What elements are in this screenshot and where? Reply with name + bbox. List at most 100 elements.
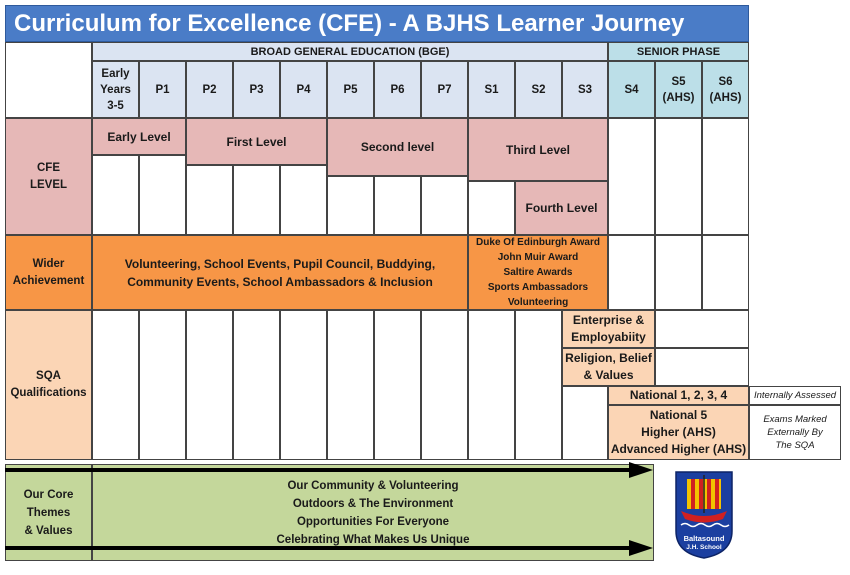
grid-cell: [702, 235, 749, 310]
year-early: Early Years 3-5: [92, 61, 139, 118]
grid-cell: [327, 310, 374, 460]
row-label-line: SQA: [36, 370, 61, 382]
journey-arrows: [5, 462, 653, 556]
grid-cell: [608, 235, 655, 310]
award-item: John Muir Award: [497, 252, 579, 263]
row-label-wider-achievement: Wider Achievement: [5, 235, 92, 310]
note-line: The SQA: [775, 440, 815, 451]
grid-cell: [562, 386, 608, 460]
award-item: Duke Of Edinburgh Award: [476, 237, 600, 248]
grid-cell: [655, 118, 702, 235]
logo-text: J.H. School: [686, 544, 722, 551]
year-p4: P4: [280, 61, 327, 118]
row-label-line: CFE: [37, 161, 60, 174]
year-early-line: Years: [100, 83, 131, 96]
core-value-item: Opportunities For Everyone: [296, 515, 450, 528]
note-line: Externally By: [767, 427, 823, 438]
row-label-line: LEVEL: [29, 178, 68, 191]
corner-cell: [5, 42, 92, 118]
page-title: Curriculum for Excellence (CFE) - A BJHS…: [5, 5, 749, 42]
core-values-panel: Our Community & Volunteering Outdoors & …: [92, 464, 654, 561]
qualification-religion: Religion, Belief & Values: [562, 348, 655, 386]
year-early-line: Early: [101, 67, 130, 80]
level-fourth: Fourth Level: [515, 181, 608, 235]
year-s3: S3: [562, 61, 608, 118]
row-label-line: Our Core: [23, 488, 74, 501]
grid-cell: [233, 310, 280, 460]
external-exam-note: Exams Marked Externally By The SQA: [749, 405, 841, 460]
row-label-line: Themes: [26, 506, 71, 519]
grid-cell: [655, 310, 749, 348]
year-s4: S4: [608, 61, 655, 118]
core-value-item: Celebrating What Makes Us Unique: [276, 533, 470, 546]
grid-cell: [655, 235, 702, 310]
grid-cell: [92, 155, 139, 235]
year-s5-line: S5: [671, 75, 686, 88]
grid-cell: [139, 310, 186, 460]
grid-cell: [468, 310, 515, 460]
grid-cell: [186, 310, 233, 460]
row-label-cfe-level: CFE LEVEL: [5, 118, 92, 235]
internal-assessment-note: Internally Assessed: [749, 386, 841, 405]
qualification-line: Advanced Higher (AHS): [610, 442, 747, 456]
row-label-core-themes: Our Core Themes & Values: [5, 464, 92, 561]
qualification-line: Religion, Belief: [565, 351, 652, 365]
qualification-line: Higher (AHS): [641, 425, 716, 439]
qualification-line: National 5: [649, 408, 708, 422]
wider-achievement-line: Community Events, School Ambassadors & I…: [127, 274, 433, 289]
grid-cell: [139, 155, 186, 235]
qualification-line: Employabiity: [571, 330, 646, 344]
year-p1: P1: [139, 61, 186, 118]
grid-cell: [233, 165, 280, 235]
year-p5: P5: [327, 61, 374, 118]
row-label-line: Qualifications: [10, 387, 87, 399]
year-s6-line: S6: [718, 75, 733, 88]
logo-text: Baltasound: [684, 534, 725, 543]
note-line: Exams Marked: [763, 414, 827, 425]
row-label-sqa-qualifications: SQA Qualifications: [5, 310, 92, 460]
qualification-higher: National 5 Higher (AHS) Advanced Higher …: [608, 405, 749, 460]
grid-cell: [327, 176, 374, 235]
award-item: Saltire Awards: [503, 267, 573, 278]
grid-cell: [186, 165, 233, 235]
grid-cell: [280, 310, 327, 460]
year-early-line: 3-5: [107, 99, 124, 112]
senior-phase-header: SENIOR PHASE: [608, 42, 749, 61]
grid-cell: [374, 176, 421, 235]
year-p6: P6: [374, 61, 421, 118]
grid-cell: [92, 310, 139, 460]
bge-header: BROAD GENERAL EDUCATION (BGE): [92, 42, 608, 61]
year-s5: S5 (AHS): [655, 61, 702, 118]
year-s6: S6 (AHS): [702, 61, 749, 118]
grid-cell: [515, 310, 562, 460]
row-label-line: Wider: [32, 257, 65, 270]
level-first: First Level: [186, 118, 327, 165]
level-third: Third Level: [468, 118, 608, 181]
year-p2: P2: [186, 61, 233, 118]
qualification-line: & Values: [583, 368, 634, 382]
year-p3: P3: [233, 61, 280, 118]
grid-cell: [702, 118, 749, 235]
bottom-arrow-icon: [5, 540, 653, 556]
award-item: Sports Ambassadors: [487, 282, 589, 293]
core-value-item: Our Community & Volunteering: [287, 479, 459, 492]
year-s2: S2: [515, 61, 562, 118]
award-item: Volunteering: [507, 297, 569, 308]
grid-cell: [421, 310, 468, 460]
qualification-line: Enterprise &: [572, 313, 645, 327]
grid-cell: [280, 165, 327, 235]
school-logo: Baltasound J.H. School: [675, 471, 733, 559]
grid-cell: [421, 176, 468, 235]
top-arrow-icon: [5, 462, 653, 478]
qualification-enterprise: Enterprise & Employabiity: [562, 310, 655, 348]
wider-achievement-awards: Duke Of Edinburgh Award John Muir Award …: [468, 235, 608, 310]
year-s6-line: (AHS): [709, 91, 742, 104]
level-early: Early Level: [92, 118, 186, 155]
wider-achievement-line: Volunteering, School Events, Pupil Counc…: [124, 256, 436, 271]
grid-cell: [374, 310, 421, 460]
grid-cell: [655, 348, 749, 386]
qualification-national: National 1, 2, 3, 4: [608, 386, 749, 405]
wider-achievement-main: Volunteering, School Events, Pupil Counc…: [92, 235, 468, 310]
year-s5-line: (AHS): [662, 91, 695, 104]
year-p7: P7: [421, 61, 468, 118]
